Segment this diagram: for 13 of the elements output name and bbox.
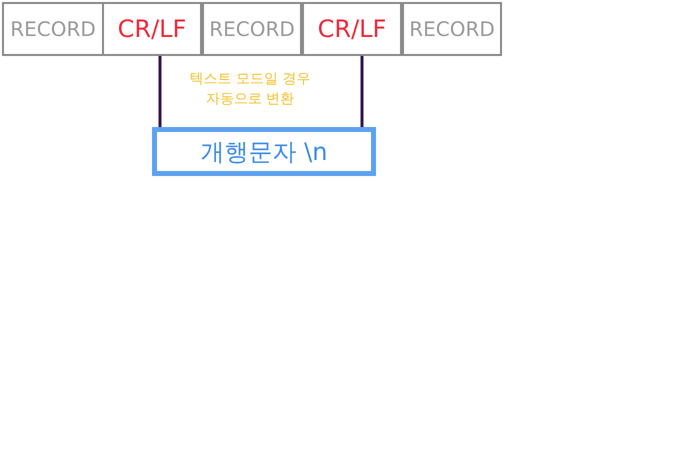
newline-box xyxy=(152,127,376,176)
cell-text: RECORD xyxy=(409,17,495,41)
cell-text: CR/LF xyxy=(118,15,186,43)
cell-text: CR/LF xyxy=(318,15,386,43)
record-cell xyxy=(202,2,302,56)
record-cell xyxy=(402,2,502,56)
cell-text: RECORD xyxy=(10,17,96,41)
record-cell xyxy=(2,2,104,56)
connector-line xyxy=(158,56,162,127)
note-text: 텍스트 모드일 경우 자동으로 변환 xyxy=(188,70,312,109)
cell-text: 개행문자 \n xyxy=(200,136,328,168)
cell-text: RECORD xyxy=(209,17,295,41)
connector-line xyxy=(360,56,364,127)
